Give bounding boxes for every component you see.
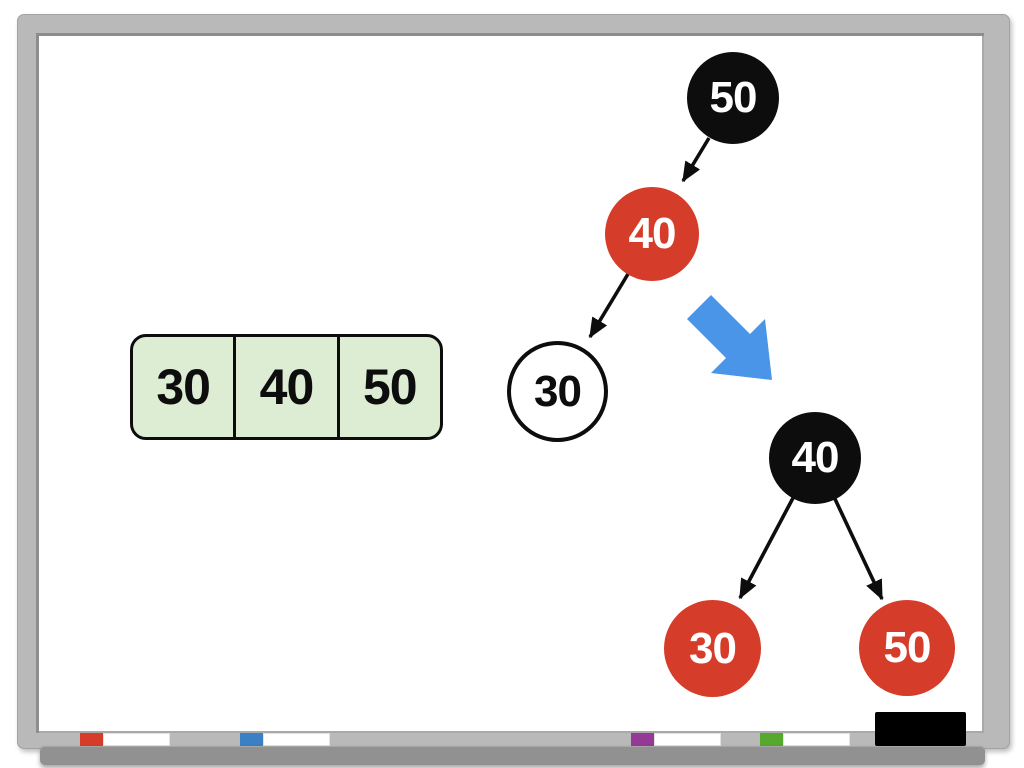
tree-node-black-40: 40 bbox=[769, 412, 861, 504]
marker-red bbox=[80, 733, 170, 746]
marker-body bbox=[263, 733, 330, 746]
array-cell: 40 bbox=[236, 337, 340, 437]
marker-purple bbox=[631, 733, 721, 746]
array-cell: 50 bbox=[363, 359, 418, 415]
marker-cap bbox=[80, 733, 103, 746]
whiteboard-tray bbox=[40, 746, 985, 765]
transform-arrow-icon bbox=[687, 295, 772, 380]
tree-node-red-40: 40 bbox=[605, 187, 699, 281]
marker-cap bbox=[631, 733, 654, 746]
edge-40-to-right-50 bbox=[833, 498, 884, 601]
edge-40-to-left-30 bbox=[738, 497, 795, 600]
marker-green bbox=[760, 733, 850, 746]
marker-body bbox=[654, 733, 721, 746]
edge-50-to-40 bbox=[681, 137, 711, 183]
sorted-array: 30 40 50 bbox=[130, 334, 443, 440]
tree-node-red-30: 30 bbox=[664, 600, 761, 697]
marker-blue bbox=[240, 733, 330, 746]
marker-body bbox=[103, 733, 170, 746]
array-cell: 30 bbox=[133, 337, 237, 437]
marker-cap bbox=[240, 733, 263, 746]
marker-cap bbox=[760, 733, 783, 746]
tree-node-white-30: 30 bbox=[507, 341, 608, 442]
eraser bbox=[875, 712, 966, 746]
tree-node-red-50: 50 bbox=[859, 600, 955, 696]
tree-node-black-50: 50 bbox=[687, 52, 779, 144]
marker-body bbox=[783, 733, 850, 746]
edge-40-to-30 bbox=[588, 273, 630, 339]
